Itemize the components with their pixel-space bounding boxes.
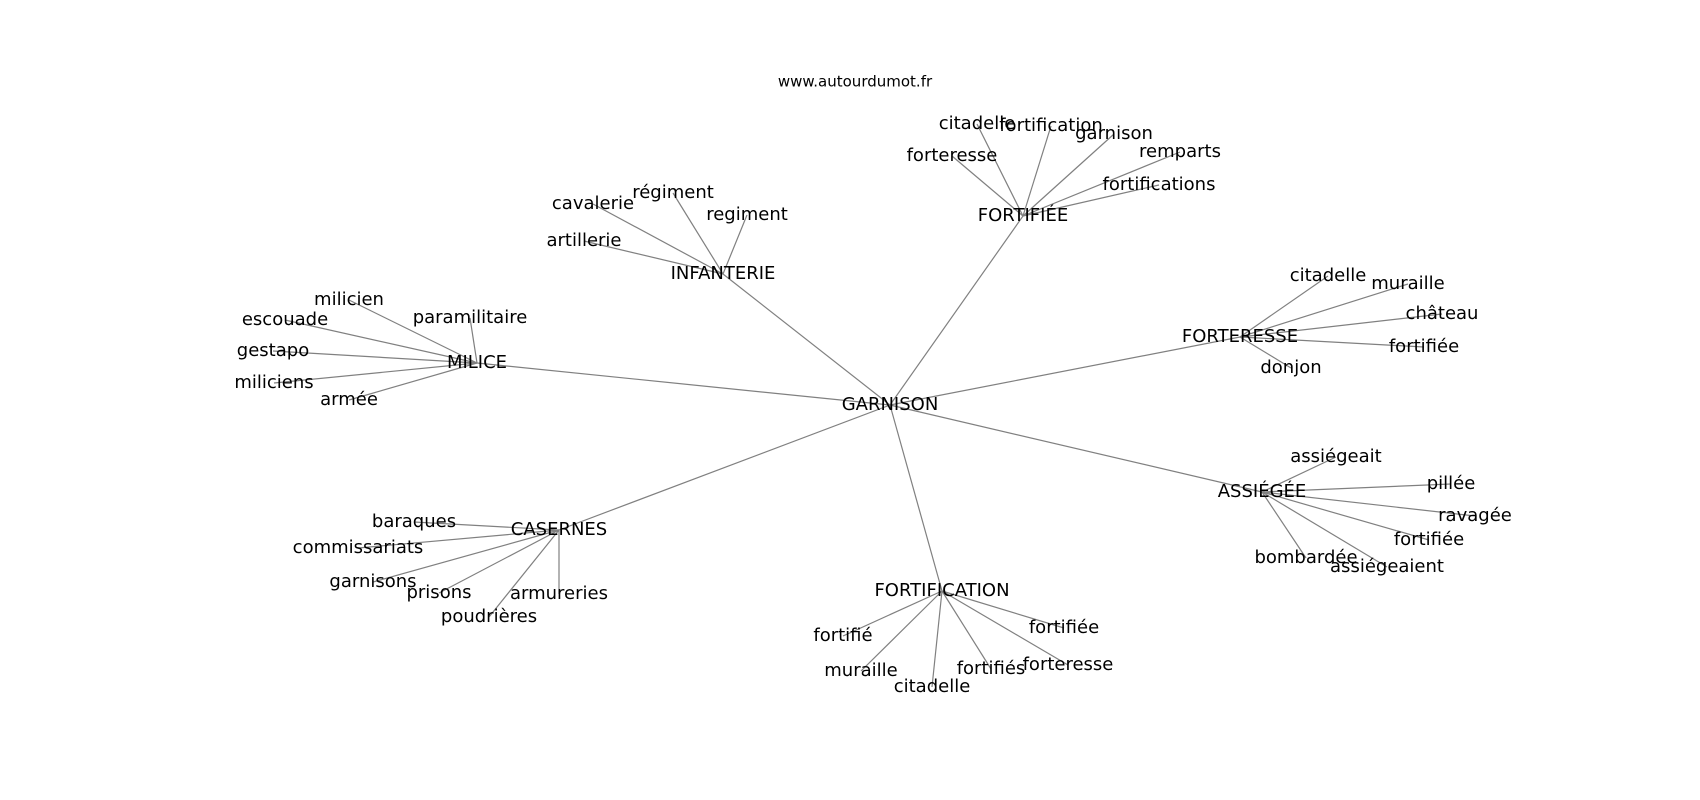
edges [272,123,1476,688]
edge-center-milice [476,362,891,406]
edge-center-casernes [558,404,891,531]
edge-milice-paramilitaire [469,317,478,364]
leaf-node-casernes-armureries[interactable]: armureries [510,583,608,604]
edge-forteresse-chateau [1239,313,1443,338]
leaf-node-milice-gestapo[interactable]: gestapo [237,340,309,361]
edge-assiegee-bombardee [1261,491,1307,559]
leaf-node-fortifiee-fortification[interactable]: fortification [999,115,1103,136]
edge-center-fortification [889,404,943,592]
edge-center-assiegee [889,404,1263,493]
leaf-node-infanterie-regiment[interactable]: régiment [632,182,714,203]
leaf-node-fortification-fortifiee[interactable]: fortifiée [1029,617,1099,638]
edge-forteresse-donjon [1239,336,1292,369]
hub-node-casernes[interactable]: CASERNES [511,519,607,540]
edge-fortification-citadelle [931,590,943,688]
leaf-node-fortifiee-remparts[interactable]: remparts [1139,141,1221,162]
leaf-node-assiegee-assiegeaient[interactable]: assiégeaient [1330,556,1444,577]
edge-center-fortifiee [889,215,1024,406]
edge-assiegee-fortifiee [1261,491,1430,541]
edge-fortifiee-remparts [1022,151,1181,217]
edge-forteresse-citadelle [1239,275,1329,338]
leaf-node-fortifiee-forteresse[interactable]: forteresse [907,145,998,166]
edge-fortifiee-garnison [1022,133,1115,217]
edge-infanterie-regiment [672,192,724,275]
hub-node-assiegee[interactable]: ASSIÉGÉE [1218,480,1307,502]
site-url: www.autourdumot.fr [778,73,933,91]
edge-fortifiee-fortification [1022,125,1052,217]
leaf-node-milice-miliciens[interactable]: miliciens [234,372,313,393]
edge-fortifiee-citadelle [976,123,1024,217]
edge-assiegee-pillee [1261,483,1452,493]
leaf-node-milice-paramilitaire[interactable]: paramilitaire [413,307,528,328]
leaf-node-fortifiee-garnison[interactable]: garnison [1075,123,1153,144]
leaf-node-milice-escouade[interactable]: escouade [242,309,328,330]
leaf-node-fortification-fortifies[interactable]: fortifiés [957,658,1026,679]
leaf-node-assiegee-assiegeait[interactable]: assiégeait [1290,446,1381,467]
edge-milice-gestapo [272,350,478,364]
leaf-node-forteresse-citadelle[interactable]: citadelle [1290,265,1367,286]
edge-milice-miliciens [273,362,478,384]
leaf-node-casernes-prisons[interactable]: prisons [406,582,471,603]
hub-node-infanterie[interactable]: INFANTERIE [671,263,776,284]
leaf-node-infanterie-cavalerie[interactable]: cavalerie [552,193,634,214]
leaf-node-casernes-commissariats[interactable]: commissariats [293,537,424,558]
edge-fortification-fortifie [842,590,943,637]
leaf-node-infanterie-regiment[interactable]: regiment [706,204,788,225]
leaf-node-forteresse-chateau[interactable]: château [1406,303,1479,324]
leaf-node-milice-armee[interactable]: armée [320,389,378,410]
edge-milice-escouade [284,319,478,364]
edge-fortification-muraille [860,590,943,672]
node-labels: GARNISONFORTIFIÉEcitadellefortificationg… [234,113,1511,697]
hub-node-fortifiee[interactable]: FORTIFIÉE [978,204,1068,226]
leaf-node-fortification-fortifie[interactable]: fortifié [813,625,872,646]
leaf-node-assiegee-fortifiee[interactable]: fortifiée [1394,529,1464,550]
leaf-node-fortification-muraille[interactable]: muraille [824,660,897,681]
edge-center-forteresse [889,336,1241,406]
hub-node-milice[interactable]: MILICE [447,352,507,373]
edge-infanterie-artillerie [583,240,724,275]
leaf-node-casernes-garnisons[interactable]: garnisons [329,571,416,592]
edge-casernes-commissariats [357,529,560,549]
edge-fortification-fortifies [941,590,992,670]
edge-casernes-poudrieres [488,529,560,618]
leaf-node-assiegee-pillee[interactable]: pillée [1427,473,1476,494]
leaf-node-fortification-citadelle[interactable]: citadelle [894,676,971,697]
edge-infanterie-cavalerie [592,203,724,275]
leaf-node-assiegee-ravagee[interactable]: ravagée [1438,505,1512,526]
edge-milice-armee [348,362,478,401]
leaf-node-forteresse-fortifiee[interactable]: fortifiée [1389,336,1459,357]
edge-assiegee-assiegeaient [1261,491,1388,568]
edge-infanterie-regiment [722,214,748,275]
edge-casernes-baraques [413,521,560,531]
leaf-node-assiegee-bombardee[interactable]: bombardée [1254,547,1357,568]
hub-node-forteresse[interactable]: FORTERESSE [1182,326,1298,347]
leaf-node-fortifiee-citadelle[interactable]: citadelle [939,113,1016,134]
leaf-node-fortifiee-fortifications[interactable]: fortifications [1103,174,1216,195]
leaf-node-milice-milicien[interactable]: milicien [314,289,384,310]
leaf-node-casernes-baraques[interactable]: baraques [372,511,456,532]
edge-fortifiee-forteresse [951,155,1024,217]
edge-fortifiee-fortifications [1022,184,1160,217]
hub-node-fortification[interactable]: FORTIFICATION [874,580,1009,601]
edge-center-infanterie [722,273,891,406]
center-node-garnison[interactable]: GARNISON [842,394,939,415]
leaf-node-fortification-forteresse[interactable]: forteresse [1023,654,1114,675]
edge-fortification-fortifiee [941,590,1065,629]
leaf-node-forteresse-donjon[interactable]: donjon [1260,357,1321,378]
leaf-node-infanterie-artillerie[interactable]: artillerie [546,230,621,251]
edge-casernes-garnisons [372,529,560,583]
leaf-node-forteresse-muraille[interactable]: muraille [1371,273,1444,294]
edge-assiegee-assiegeait [1261,456,1337,493]
edge-assiegee-ravagee [1261,491,1476,517]
edge-forteresse-muraille [1239,283,1409,338]
leaf-node-casernes-poudrieres[interactable]: poudrières [441,606,537,627]
edge-forteresse-fortifiee [1239,336,1425,348]
edge-fortification-forteresse [941,590,1069,666]
edge-milice-milicien [348,299,478,364]
edge-casernes-prisons [438,529,560,594]
